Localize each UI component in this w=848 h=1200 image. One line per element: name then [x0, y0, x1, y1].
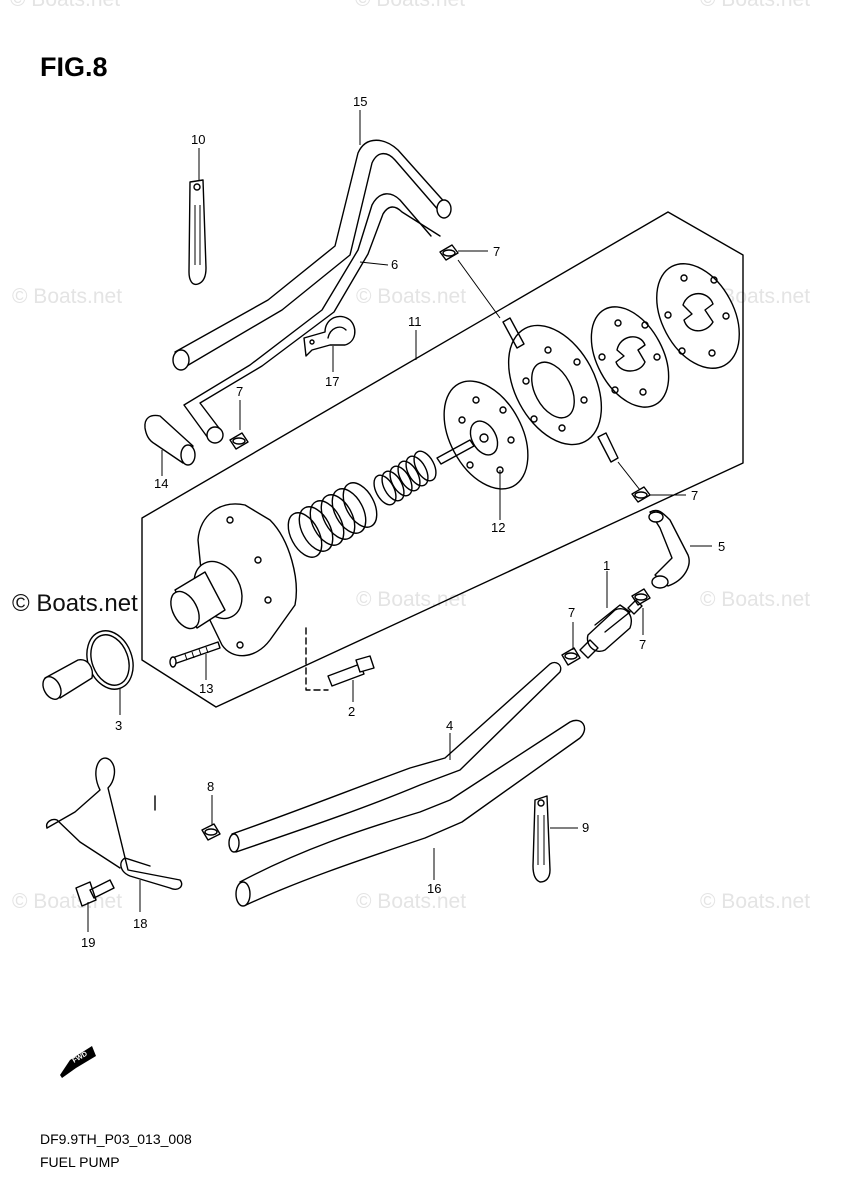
- callout-4: 4: [446, 718, 453, 733]
- o-ring-3: [86, 630, 134, 690]
- watermark: © Boats.net: [700, 588, 811, 611]
- watermark: © Boats.net: [10, 0, 120, 12]
- callout-9: 9: [582, 820, 589, 835]
- callout-13: 13: [199, 681, 213, 696]
- wire-bracket-18: [45, 757, 183, 890]
- hose-15: [172, 139, 452, 371]
- fuel-filter-1: [579, 599, 643, 659]
- bolt-2: [305, 627, 375, 691]
- forward-arrow-icon: FWD: [60, 1046, 96, 1078]
- strap-9: [532, 795, 551, 883]
- diaphragm-12: [436, 380, 529, 490]
- leader-lines: [87, 110, 712, 932]
- watermark: © Boats.net: [700, 890, 811, 913]
- callout-18: 18: [133, 916, 147, 931]
- watermark: © Boats.net: [356, 588, 467, 611]
- hose-16: [235, 719, 586, 907]
- callout-1: 1: [603, 558, 610, 573]
- callout-14: 14: [154, 476, 168, 491]
- elbow-hose-5: [648, 509, 690, 589]
- callout-3: 3: [115, 718, 122, 733]
- watermark-dark: © Boats.net: [12, 590, 138, 617]
- callout-7: 7: [568, 605, 575, 620]
- callout-7: 7: [691, 488, 698, 503]
- callout-6: 6: [391, 257, 398, 272]
- watermark: © Boats.net: [700, 0, 810, 12]
- clip-8: [201, 823, 221, 841]
- clip-7-filter-left: [561, 647, 581, 666]
- screw-13: [169, 641, 221, 668]
- clip-7-top: [439, 244, 459, 261]
- callout-16: 16: [427, 881, 441, 896]
- bolt-19: [75, 879, 115, 907]
- watermark: © Boats.net: [356, 890, 467, 913]
- diagram-name: FUEL PUMP: [40, 1154, 120, 1170]
- callout-7: 7: [639, 637, 646, 652]
- strap-10: [188, 179, 207, 286]
- figure-title: FIG.8: [40, 52, 108, 82]
- callout-17: 17: [325, 374, 339, 389]
- filter-element: [42, 659, 94, 700]
- watermark: © Boats.net: [356, 285, 467, 308]
- diaphragm-gasket: [590, 306, 670, 408]
- hose-4: [228, 661, 562, 853]
- clip-7-right: [631, 486, 651, 503]
- callout-5: 5: [718, 539, 725, 554]
- clip-7-filter-right: [631, 588, 651, 606]
- callout-11: 11: [408, 314, 422, 329]
- watermark: © Boats.net: [12, 285, 123, 308]
- small-spring: [373, 450, 437, 506]
- clip-7-left: [229, 432, 249, 450]
- callout-7: 7: [236, 384, 243, 399]
- elbow-hose-14: [144, 414, 196, 466]
- callout-12: 12: [491, 520, 505, 535]
- clamp-17: [303, 315, 356, 357]
- callout-15: 15: [353, 94, 367, 109]
- diagram-code: DF9.9TH_P03_013_008: [40, 1131, 192, 1147]
- watermark: © Boats.net: [355, 0, 465, 12]
- callout-2: 2: [348, 704, 355, 719]
- assembly-outline: [141, 211, 744, 708]
- callout-8: 8: [207, 779, 214, 794]
- outer-plate: [656, 263, 740, 369]
- pump-body: [170, 503, 297, 657]
- callout-19: 19: [81, 935, 95, 950]
- callout-10: 10: [191, 132, 205, 147]
- pump-upper-cover: [502, 317, 619, 463]
- large-spring: [287, 482, 378, 558]
- hose-6: [183, 193, 441, 444]
- callout-7: 7: [493, 244, 500, 259]
